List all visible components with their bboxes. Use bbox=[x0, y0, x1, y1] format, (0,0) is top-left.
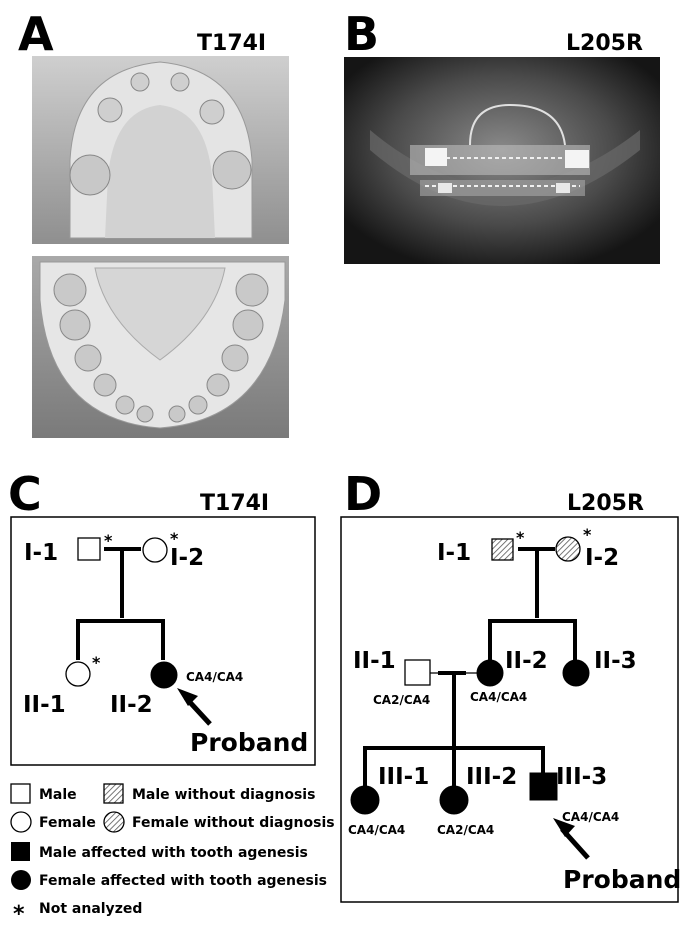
d-iii1-affected-female-symbol bbox=[350, 785, 380, 815]
c-i1-asterisk: * bbox=[104, 531, 113, 550]
d-ii1-male-symbol bbox=[404, 659, 431, 686]
d-genotype-ii1: CA2/CA4 bbox=[373, 693, 430, 707]
lower-dental-cast-photo bbox=[32, 256, 289, 438]
panel-d-mutation: L205R bbox=[567, 491, 644, 516]
d-ii3-affected-female-symbol bbox=[562, 659, 590, 687]
panel-c-mutation: T174I bbox=[200, 491, 269, 516]
pedigree-d bbox=[350, 536, 590, 815]
legend-male-label: Male bbox=[39, 787, 77, 803]
pedigree-c bbox=[65, 537, 178, 689]
d-iii3-affected-male-symbol bbox=[529, 772, 558, 801]
c-i1-male-symbol bbox=[77, 537, 101, 561]
legend-male-symbol bbox=[10, 783, 31, 804]
c-label-i1: I-1 bbox=[24, 540, 58, 566]
legend-male-affected-symbol bbox=[11, 842, 30, 861]
d-genotype-iii1: CA4/CA4 bbox=[348, 823, 405, 837]
legend-female-no-dx-symbol bbox=[103, 811, 125, 833]
panel-c-frame bbox=[10, 516, 316, 766]
d-label-iii3: III-3 bbox=[556, 764, 607, 790]
d-label-i2: I-2 bbox=[585, 545, 619, 571]
d-iii2-affected-female-symbol bbox=[439, 785, 469, 815]
panoramic-xray bbox=[344, 57, 660, 264]
d-i2-female-no-dx-symbol bbox=[555, 536, 581, 562]
c-label-ii2: II-2 bbox=[110, 692, 153, 718]
panel-c-letter: C bbox=[8, 467, 42, 521]
d-genotype-iii3: CA4/CA4 bbox=[562, 810, 619, 824]
legend-not-analyzed-label: Not analyzed bbox=[39, 901, 142, 917]
d-i1-asterisk: * bbox=[516, 528, 525, 547]
c-label-ii1: II-1 bbox=[23, 692, 66, 718]
c-i2-asterisk: * bbox=[170, 529, 179, 548]
c-ii1-female-symbol bbox=[65, 661, 91, 687]
panel-d-letter: D bbox=[344, 467, 382, 521]
d-proband-arrow bbox=[553, 818, 590, 860]
legend-male-no-dx-label: Male without diagnosis bbox=[132, 787, 315, 803]
c-proband-label: Proband bbox=[190, 728, 308, 757]
legend-female-no-dx-label: Female without diagnosis bbox=[132, 815, 335, 831]
legend-female-label: Female bbox=[39, 815, 96, 831]
d-label-iii2: III-2 bbox=[466, 764, 517, 790]
d-i2-asterisk: * bbox=[583, 525, 592, 544]
c-label-i2: I-2 bbox=[170, 545, 204, 571]
d-genotype-iii2: CA2/CA4 bbox=[437, 823, 494, 837]
legend-male-affected-label: Male affected with tooth agenesis bbox=[39, 845, 308, 861]
d-label-i1: I-1 bbox=[437, 540, 471, 566]
legend-female-affected-label: Female affected with tooth agenesis bbox=[39, 873, 327, 889]
panel-b-mutation: L205R bbox=[566, 31, 643, 56]
c-genotype-ii2: CA4/CA4 bbox=[186, 670, 243, 684]
c-ii2-affected-female-symbol bbox=[150, 661, 178, 689]
legend-male-no-dx-symbol bbox=[103, 783, 124, 804]
d-label-ii2: II-2 bbox=[505, 648, 548, 674]
legend-female-affected-symbol bbox=[11, 870, 31, 890]
d-label-iii1: III-1 bbox=[378, 764, 429, 790]
panel-a-mutation: T174I bbox=[197, 31, 266, 56]
legend-female-symbol bbox=[10, 811, 32, 833]
d-ii2-affected-female-symbol bbox=[476, 659, 504, 687]
c-i2-female-symbol bbox=[142, 537, 168, 563]
d-i1-male-no-dx-symbol bbox=[491, 538, 514, 561]
d-label-ii3: II-3 bbox=[594, 648, 637, 674]
panel-d-frame bbox=[340, 516, 679, 903]
c-proband-arrow bbox=[177, 688, 212, 726]
panel-a-letter: A bbox=[18, 7, 54, 61]
d-genotype-ii2: CA4/CA4 bbox=[470, 690, 527, 704]
panel-b-letter: B bbox=[344, 7, 379, 61]
d-proband-label: Proband bbox=[563, 865, 681, 894]
upper-dental-cast-photo bbox=[32, 56, 289, 244]
legend-asterisk-symbol: * bbox=[13, 902, 25, 925]
d-label-ii1: II-1 bbox=[353, 648, 396, 674]
legend: Male Male without diagnosis Female Femal… bbox=[10, 783, 335, 925]
c-ii1-asterisk: * bbox=[92, 653, 101, 672]
